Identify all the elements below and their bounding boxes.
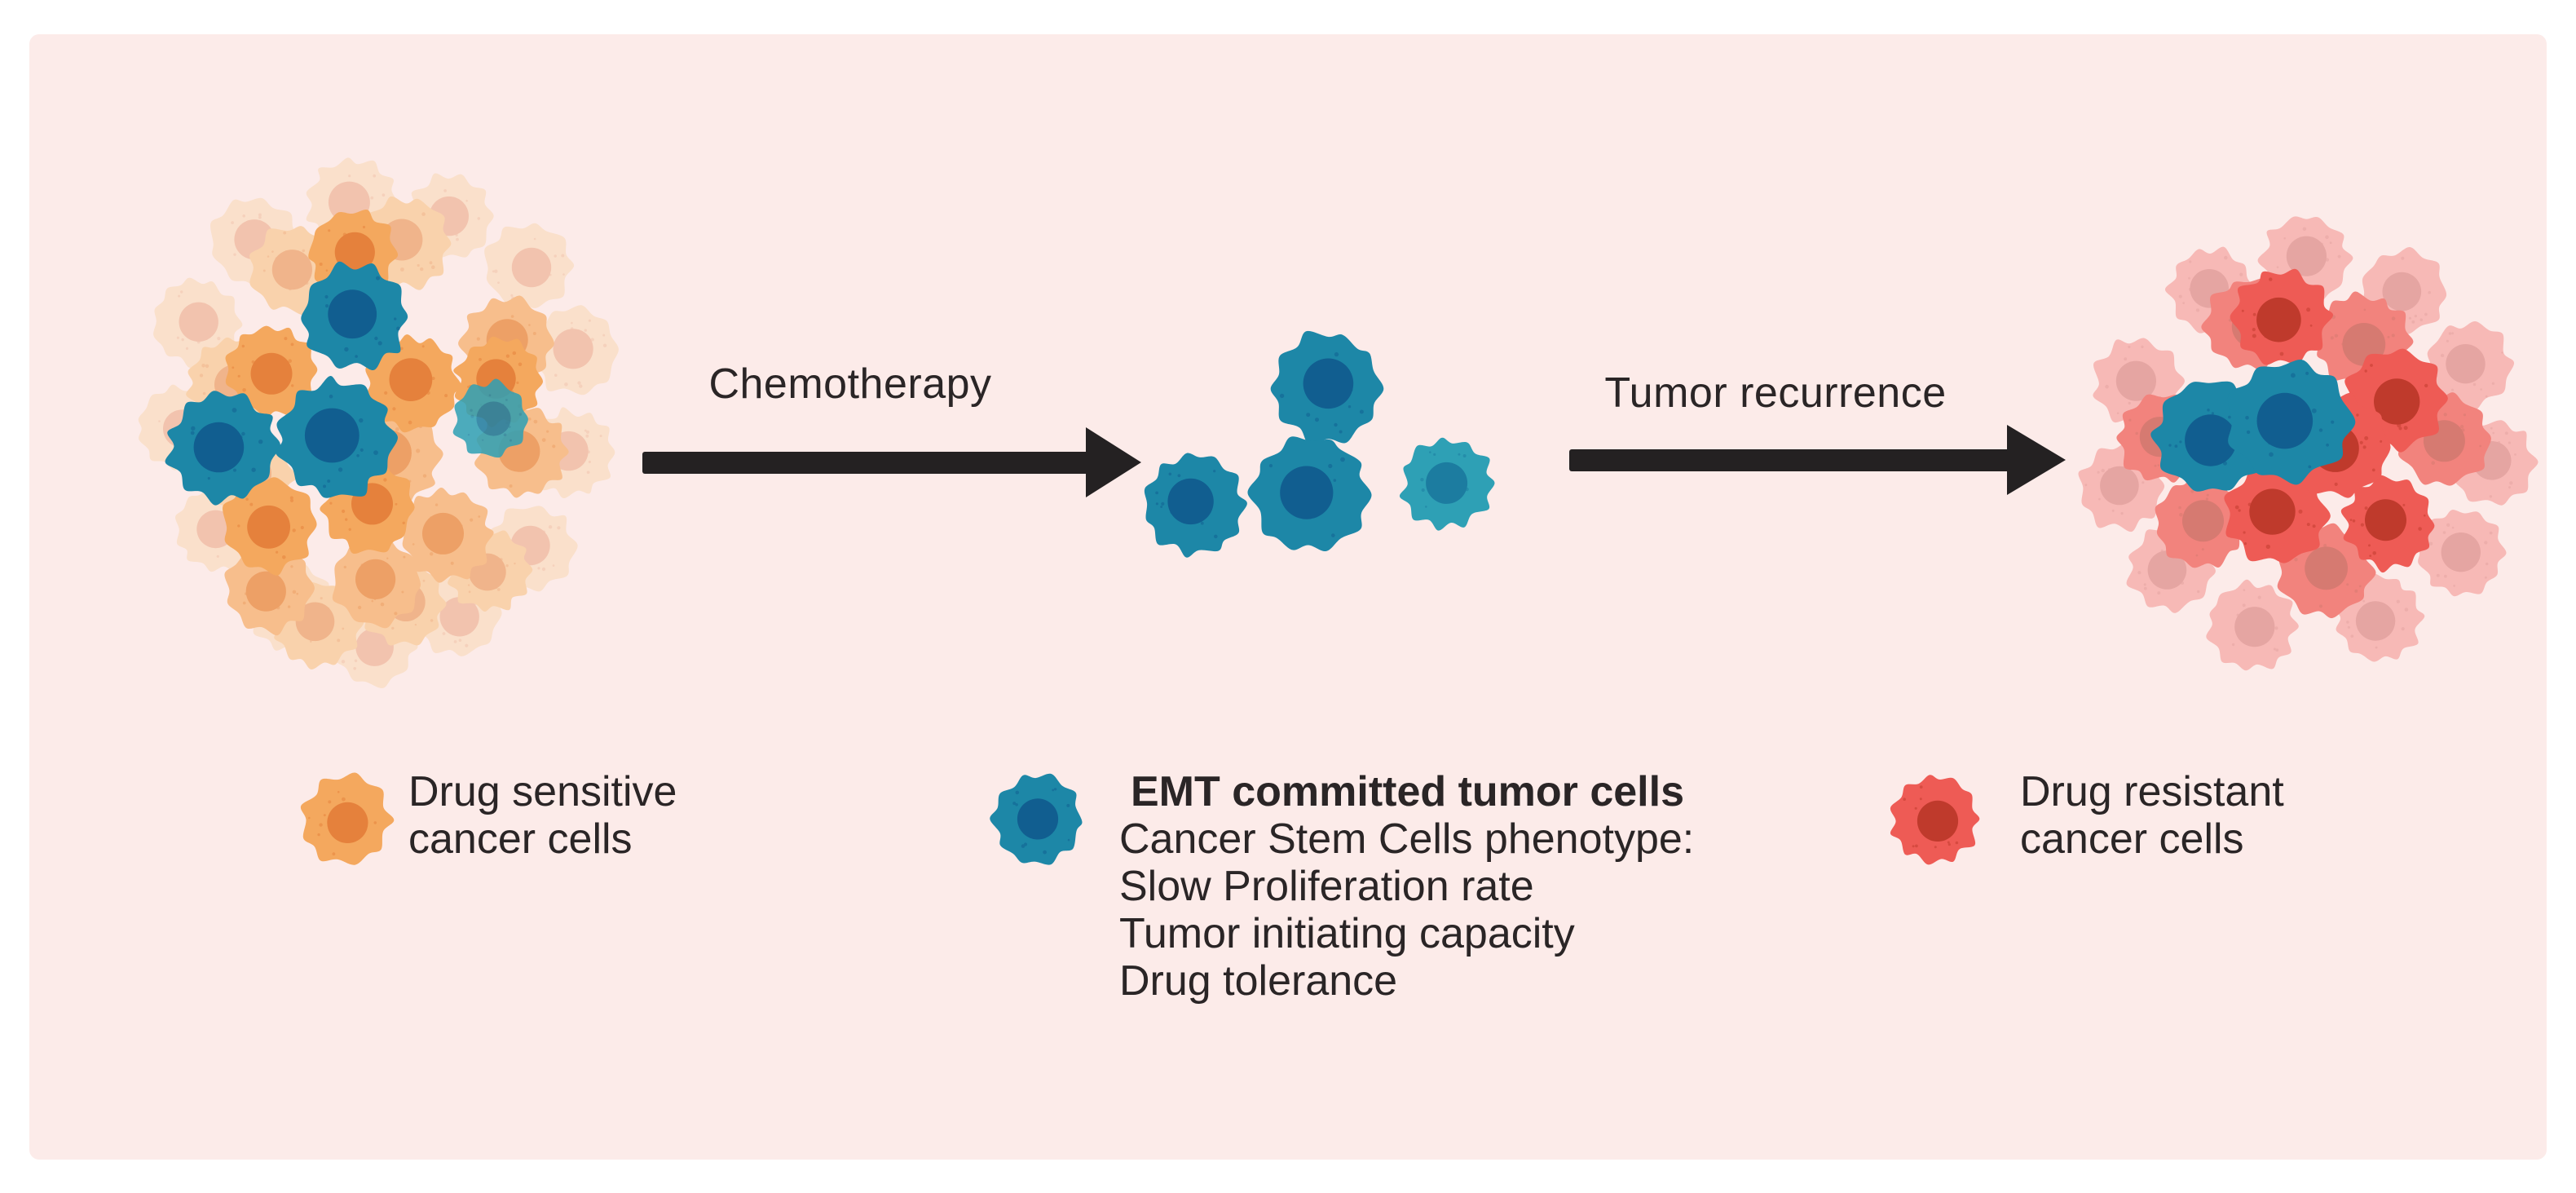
cell [165,391,280,506]
cell [1247,436,1372,552]
cell [1144,453,1247,558]
legend-line: Drug tolerance [1119,957,1398,1005]
emt-committed-cells-cluster [1144,330,1495,558]
tumor-recurrence-arrow [1569,425,2066,495]
legend-line: cancer cells [408,815,633,863]
tumor-recurrence-label: Tumor recurrence [1604,369,1947,417]
cell [2230,268,2334,365]
cell [528,305,619,395]
legend-line: Drug sensitive [408,768,677,815]
drug-sensitive-cell-icon [300,772,395,865]
legend-line: EMT committed tumor cells [1131,768,1684,815]
chemotherapy-arrow [642,427,1141,497]
cell [222,477,317,576]
arrow-shaft [642,451,1091,474]
cell [2340,475,2435,573]
cell [2227,360,2356,485]
legend-line: Tumor initiating capacity [1119,910,1575,957]
cell [452,378,528,458]
arrow-shaft [1569,448,2012,471]
drug-resistant-tumor-cluster [2078,216,2539,671]
legend-line: cancer cells [2020,815,2244,863]
cell [990,773,1083,865]
cell [301,261,408,371]
cell [2206,579,2299,671]
cell [484,223,575,308]
cell [225,325,318,418]
cell [1270,330,1384,444]
arrow-head-icon [2007,425,2066,495]
drug-resistant-cell-icon [1890,775,1980,865]
cell [2418,510,2507,597]
cell [332,535,421,629]
cell [402,487,494,583]
cell [300,772,395,865]
cell [1399,437,1495,531]
drug-sensitive-tumor-cluster [138,157,619,688]
cell [1890,775,1980,865]
emt-cell-icon [990,773,1083,865]
chemotherapy-label: Chemotherapy [708,360,992,408]
cell [276,376,398,498]
cell [2427,320,2515,410]
legend-line: Drug resistant [2020,768,2284,815]
cell [2224,464,2331,563]
legend-line: Cancer Stem Cells phenotype: [1119,815,1695,863]
legend-line: Slow Proliferation rate [1119,863,1534,910]
arrow-head-icon [1086,427,1141,497]
cell [224,544,315,636]
